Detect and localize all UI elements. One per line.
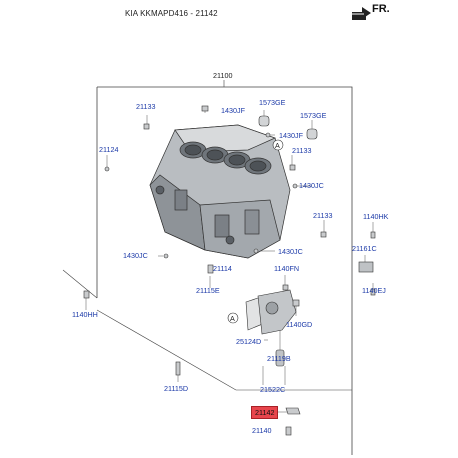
- ref-marker-a: A: [275, 141, 280, 150]
- callout-21133[interactable]: 21133: [136, 102, 156, 111]
- callout-21100[interactable]: 21100: [213, 71, 233, 80]
- ref-marker-circle: [272, 139, 284, 151]
- callout-1430JF[interactable]: 1430JF: [221, 106, 245, 115]
- plug-cap: [306, 128, 318, 140]
- bolt-icon: [370, 288, 376, 296]
- bolt-icon: [163, 253, 169, 259]
- thermostat-fitting: [275, 349, 285, 367]
- bracket: [358, 261, 374, 273]
- callout-21133[interactable]: 21133: [313, 211, 333, 220]
- callout-21114[interactable]: 21114: [213, 264, 232, 273]
- callout-1430JF[interactable]: 1430JF: [279, 131, 303, 140]
- callout-25124D[interactable]: 25124D: [236, 337, 262, 346]
- callout-1430JC[interactable]: 1430JC: [299, 181, 324, 190]
- bolt-icon: [201, 105, 209, 112]
- bolt-icon: [370, 231, 376, 239]
- callout-1140GD[interactable]: 1140GD: [286, 320, 313, 329]
- callout-21115D[interactable]: 21115D: [164, 384, 189, 393]
- callout-1140HH[interactable]: 1140HH: [72, 310, 98, 319]
- plug-cap: [258, 115, 270, 127]
- diagram-title: KIA KKMAPD416 - 21142: [125, 9, 218, 18]
- callout-1140FN[interactable]: 1140FN: [274, 264, 300, 273]
- callout-1430JC[interactable]: 1430JC: [278, 247, 303, 256]
- bolt-icon: [253, 248, 259, 254]
- callout-1140EJ[interactable]: 1140EJ: [362, 286, 386, 295]
- callout-21119B[interactable]: 21119B: [267, 354, 291, 363]
- callout-21140[interactable]: 21140: [252, 426, 272, 435]
- bolt-icon: [104, 166, 110, 172]
- front-label: FR.: [372, 3, 390, 15]
- bolt-icon: [265, 132, 271, 138]
- bolt-icon: [175, 361, 181, 376]
- bolt-icon: [207, 264, 214, 274]
- assembly-frame: [97, 86, 353, 455]
- front-direction-indicator: FR.: [350, 2, 400, 24]
- bolt-icon: [289, 164, 296, 171]
- bolt-icon: [292, 183, 298, 189]
- small-parts: [83, 105, 376, 436]
- callout-21522C[interactable]: 21522C: [260, 385, 286, 394]
- ref-marker-circle: [227, 312, 239, 324]
- callout-1573GE[interactable]: 1573GE: [300, 111, 327, 120]
- ref-marker-a: A: [230, 314, 235, 323]
- callout-21124[interactable]: 21124: [99, 145, 119, 154]
- callout-1573GE[interactable]: 1573GE: [259, 98, 286, 107]
- callout-1140HK[interactable]: 1140HK: [363, 212, 389, 221]
- bolt-icon: [320, 231, 327, 238]
- bolt-icon: [282, 284, 289, 291]
- callout-1430JC[interactable]: 1430JC: [123, 251, 148, 260]
- callout-21142-highlighted[interactable]: 21142: [251, 406, 279, 419]
- bolt-icon: [143, 123, 150, 130]
- callout-21161C[interactable]: 21161C: [352, 244, 377, 253]
- bolt-icon: [292, 299, 300, 307]
- bolt-icon: [285, 426, 292, 436]
- callout-21133[interactable]: 21133: [292, 146, 312, 155]
- sensor-bracket: [285, 407, 301, 415]
- bolt-icon: [83, 290, 90, 299]
- engine-block-illustration: [149, 124, 291, 259]
- direction-arrow-icon: [352, 7, 371, 20]
- callout-21115E[interactable]: 21115E: [196, 286, 220, 295]
- water-outlet: [257, 289, 297, 335]
